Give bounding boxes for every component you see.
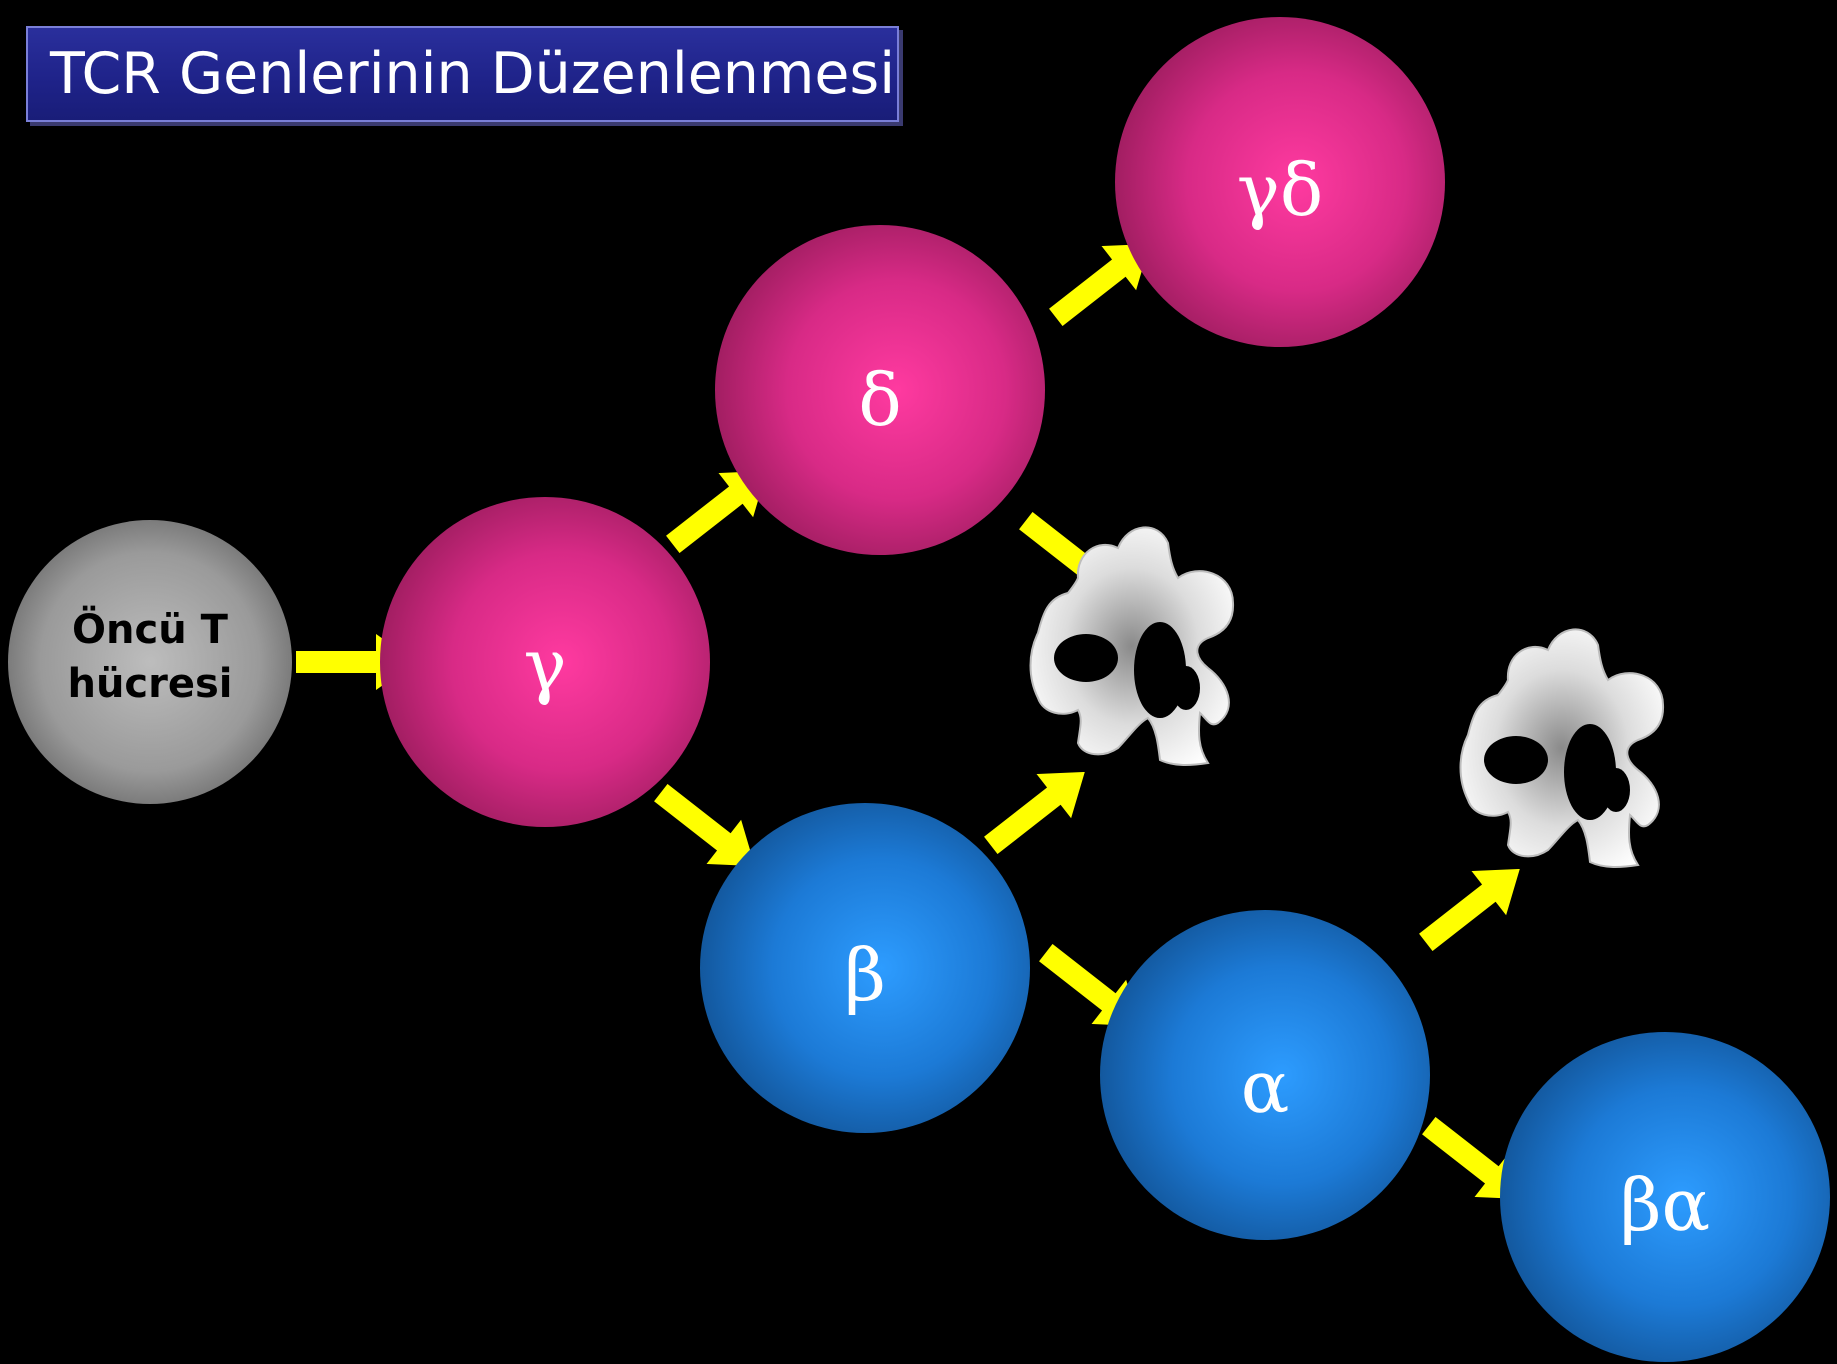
alpha-label: α: [1241, 1045, 1290, 1129]
betaalpha-label: βα: [1620, 1163, 1710, 1247]
delta-cell: δ: [715, 225, 1045, 555]
alpha-cell: α: [1100, 910, 1430, 1240]
beta-cell: β: [700, 803, 1030, 1133]
betaalpha-cell: βα: [1500, 1032, 1830, 1362]
gammadelta-label: γδ: [1237, 148, 1323, 232]
apoptotic-cell-2: [1459, 628, 1665, 868]
page-title: TCR Genlerinin Düzenlenmesi: [50, 41, 896, 107]
delta-label: δ: [858, 358, 901, 442]
precursor-label-line2: hücresi: [67, 661, 232, 707]
gamma-cell: γ: [380, 497, 710, 827]
arrow-beta-to-apoptosis: [970, 746, 1106, 871]
precursor-label-line1: Öncü T: [72, 605, 229, 653]
beta-label: β: [844, 933, 886, 1017]
gamma-label: γ: [523, 623, 566, 707]
precursor-cell: Öncü T hücresi: [8, 520, 292, 804]
title-box: TCR Genlerinin Düzenlenmesi: [26, 26, 899, 122]
gammadelta-cell: γδ: [1115, 17, 1445, 347]
arrow-alpha-to-apoptosis: [1405, 843, 1541, 968]
